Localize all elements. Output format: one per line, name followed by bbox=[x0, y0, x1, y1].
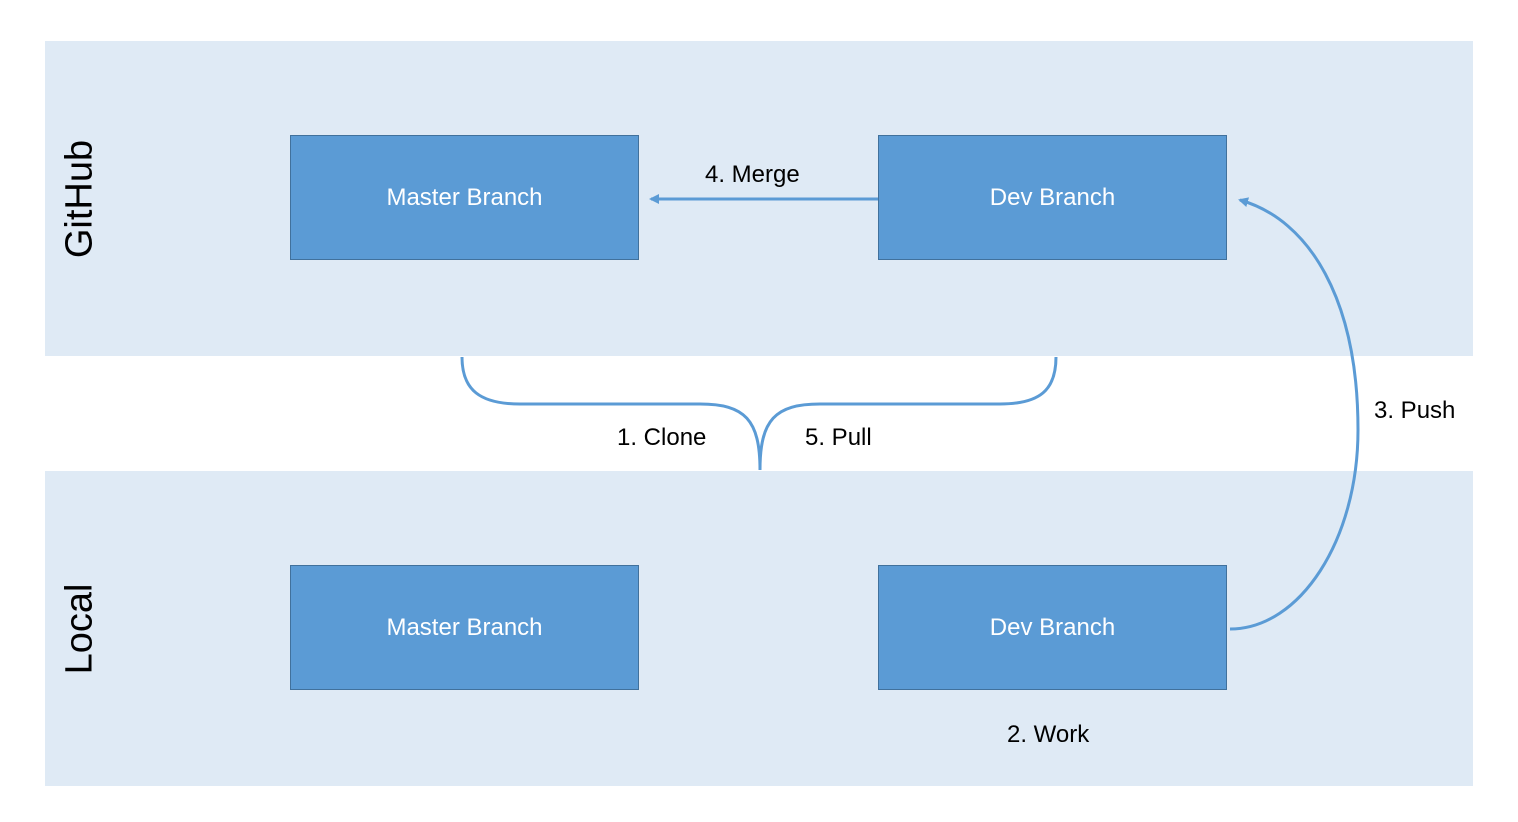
github-dev-branch-box: Dev Branch bbox=[878, 135, 1227, 260]
pull-step-label: 5. Pull bbox=[805, 424, 872, 451]
push-step-label: 3. Push bbox=[1374, 397, 1456, 424]
push-arrow bbox=[1229, 197, 1360, 631]
local-master-branch-box: Master Branch bbox=[290, 565, 639, 690]
local-master-branch-label: Master Branch bbox=[386, 613, 543, 641]
merge-step-label: 4. Merge bbox=[705, 161, 800, 188]
clone-step-label: 1. Clone bbox=[617, 424, 707, 451]
github-dev-branch-label: Dev Branch bbox=[989, 183, 1116, 211]
github-master-branch-label: Master Branch bbox=[386, 183, 543, 211]
local-dev-branch-label: Dev Branch bbox=[989, 613, 1116, 641]
work-step-label: 2. Work bbox=[1007, 721, 1090, 748]
github-master-branch-box: Master Branch bbox=[290, 135, 639, 260]
local-dev-branch-box: Dev Branch bbox=[878, 565, 1227, 690]
clone-pull-brace bbox=[460, 356, 1058, 471]
